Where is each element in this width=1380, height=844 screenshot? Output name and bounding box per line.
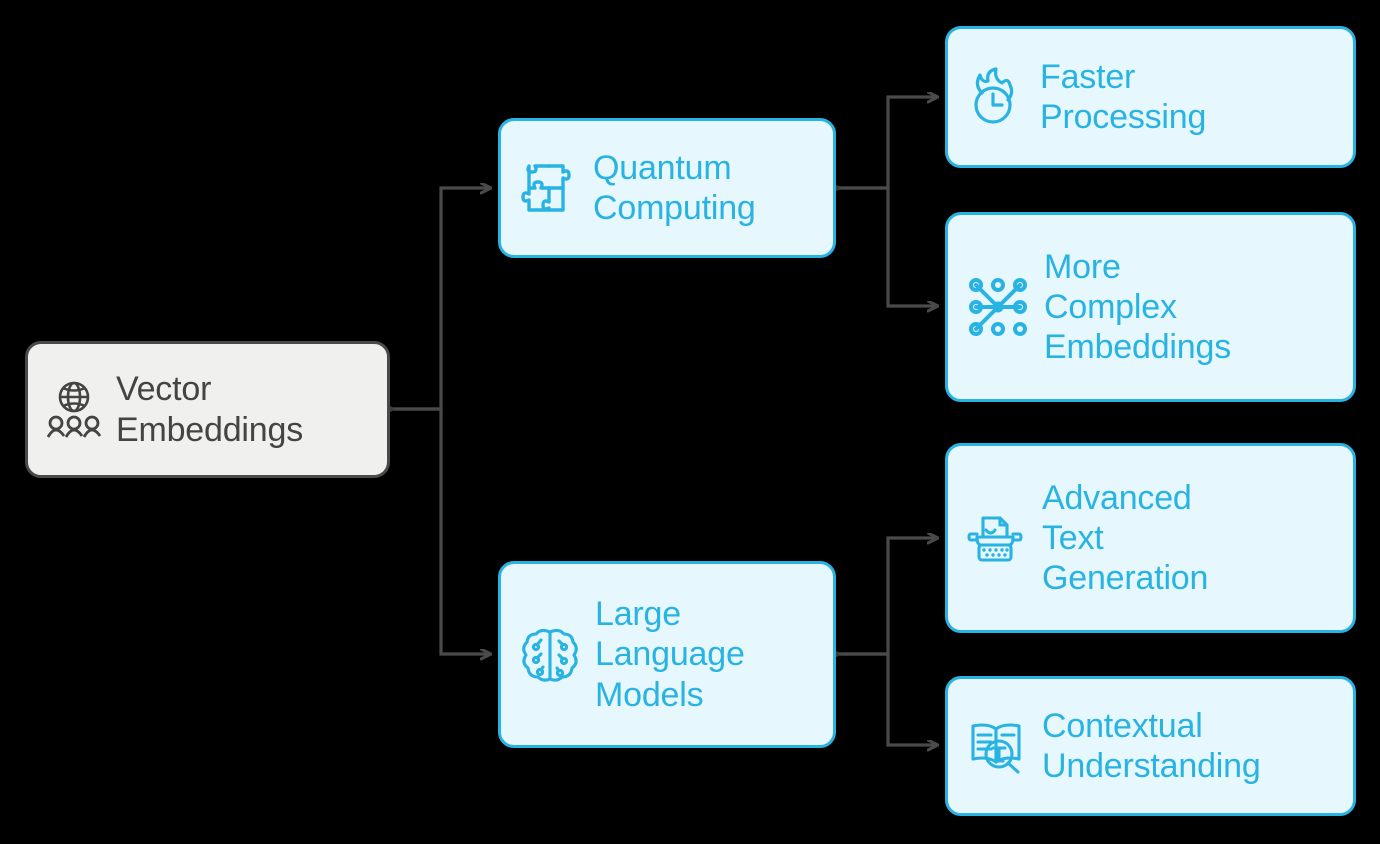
- node-label: Faster Processing: [1040, 57, 1207, 136]
- node-label: Contextual Understanding: [1042, 706, 1261, 785]
- node-faster-processing[interactable]: Faster Processing: [945, 26, 1356, 168]
- node-vector-embeddings[interactable]: Vector Embeddings: [25, 341, 390, 478]
- node-label: More Complex Embeddings: [1044, 247, 1232, 367]
- edge-llm-to-contextual-understanding: [836, 652, 937, 745]
- brain-circuit-icon: [519, 624, 581, 686]
- node-label: Advanced Text Generation: [1042, 478, 1209, 598]
- node-more-complex-embeddings[interactable]: More Complex Embeddings: [945, 212, 1356, 402]
- puzzle-pieces-icon: [519, 158, 579, 218]
- flame-clock-icon: [966, 67, 1026, 127]
- node-quantum-computing[interactable]: Quantum Computing: [498, 118, 836, 258]
- node-network-icon: [966, 275, 1030, 339]
- edge-llm-to-advanced-text-generation: [836, 538, 937, 656]
- edge-quantum-to-faster-processing: [836, 97, 937, 190]
- node-label: Vector Embeddings: [116, 370, 304, 449]
- book-magnifier-text-icon: [966, 716, 1028, 776]
- edge-quantum-to-complex-embeddings: [836, 186, 937, 306]
- node-advanced-text-generation[interactable]: Advanced Text Generation: [945, 443, 1356, 633]
- globe-people-icon: [46, 380, 102, 440]
- node-contextual-understanding[interactable]: Contextual Understanding: [945, 676, 1356, 816]
- edge-root-to-quantum: [390, 188, 490, 411]
- node-label: Quantum Computing: [593, 148, 756, 227]
- node-large-language-models[interactable]: Large Language Models: [498, 561, 836, 748]
- node-label: Large Language Models: [595, 595, 745, 714]
- typewriter-icon: [966, 507, 1028, 569]
- edge-root-to-llm: [390, 407, 490, 654]
